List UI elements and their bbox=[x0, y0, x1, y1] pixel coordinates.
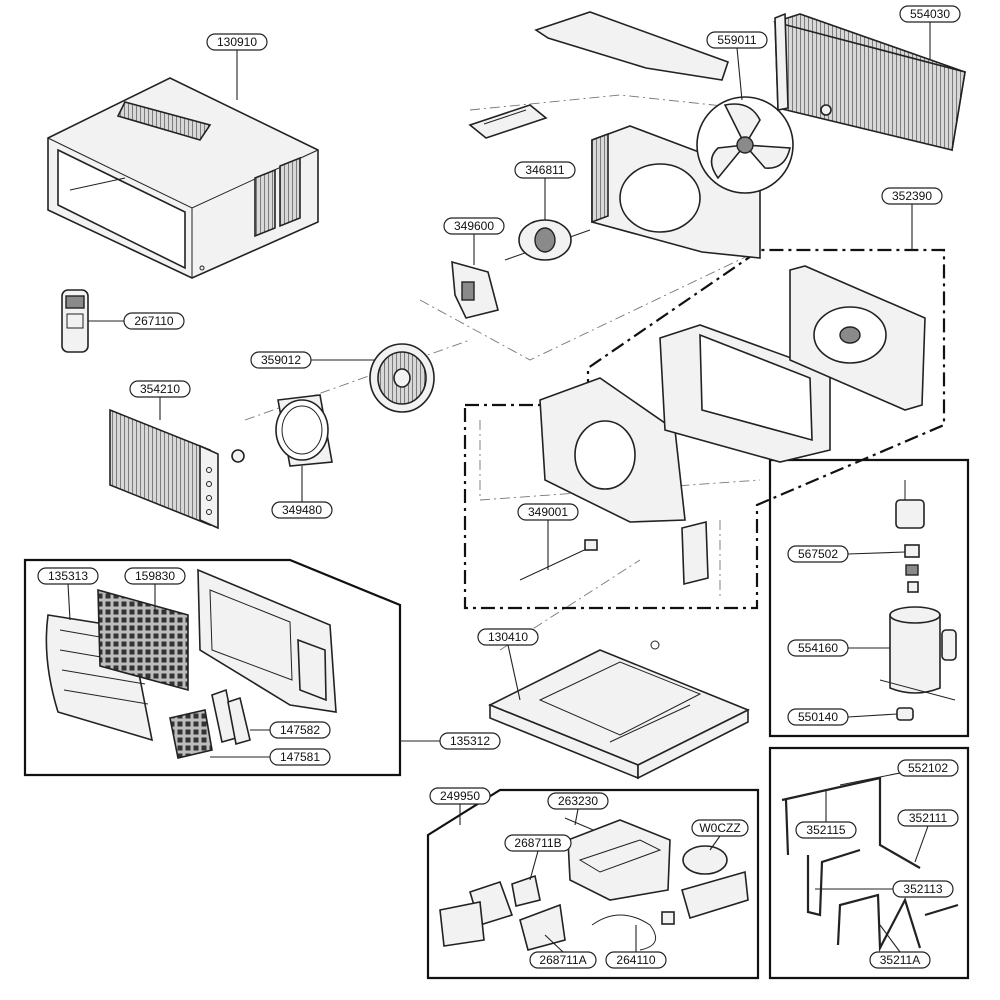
front-grille-assembly-parts bbox=[45, 568, 337, 759]
svg-text:567502: 567502 bbox=[798, 547, 838, 561]
svg-text:135313: 135313 bbox=[48, 569, 88, 583]
callout-130910: 130910 bbox=[206, 33, 268, 51]
cabinet-part bbox=[47, 77, 319, 279]
callout-130410: 130410 bbox=[477, 628, 539, 646]
callout-159830: 159830 bbox=[124, 567, 186, 585]
svg-text:352111: 352111 bbox=[909, 811, 948, 825]
svg-text:349600: 349600 bbox=[454, 219, 494, 233]
callout-567502: 567502 bbox=[787, 545, 849, 563]
svg-text:354210: 354210 bbox=[140, 382, 180, 396]
svg-text:552102: 552102 bbox=[908, 761, 948, 775]
control-box-assembly-parts bbox=[439, 817, 749, 951]
blower-wheel-part bbox=[369, 343, 435, 413]
svg-text:346811: 346811 bbox=[525, 163, 564, 177]
svg-text:130410: 130410 bbox=[488, 630, 528, 644]
callout-268711B: 268711B bbox=[504, 834, 572, 852]
callout-268711A: 268711A bbox=[529, 951, 597, 969]
compressor-group-border bbox=[768, 458, 970, 738]
callout-552102: 552102 bbox=[897, 759, 959, 777]
callout-352115: 352115 bbox=[795, 821, 857, 839]
tubing-assembly-parts bbox=[781, 776, 959, 953]
callout-263230: 263230 bbox=[547, 792, 609, 810]
svg-text:263230: 263230 bbox=[558, 794, 598, 808]
svg-text:352390: 352390 bbox=[892, 189, 932, 203]
svg-text:159830: 159830 bbox=[135, 569, 175, 583]
svg-text:349480: 349480 bbox=[282, 503, 322, 517]
orifice-ring-part bbox=[275, 394, 333, 467]
callout-359012: 359012 bbox=[250, 351, 312, 369]
fan-motor-part bbox=[504, 219, 591, 261]
motor-mount-plate bbox=[468, 104, 548, 139]
motor-bracket-part bbox=[451, 260, 499, 319]
svg-text:W0CZZ: W0CZZ bbox=[699, 821, 740, 835]
fan-shroud-assembly-parts bbox=[519, 265, 926, 586]
evaporator-coil-part bbox=[109, 408, 245, 530]
svg-text:135312: 135312 bbox=[450, 734, 490, 748]
callout-346811: 346811 bbox=[514, 161, 576, 179]
svg-text:349001: 349001 bbox=[528, 505, 568, 519]
callout-349001: 349001 bbox=[517, 503, 579, 521]
tubing-group-border bbox=[768, 746, 970, 980]
svg-text:554030: 554030 bbox=[910, 7, 950, 21]
callout-352113: 352113 bbox=[892, 880, 954, 898]
svg-text:554160: 554160 bbox=[798, 641, 838, 655]
svg-text:268711A: 268711A bbox=[539, 953, 586, 967]
condenser-shroud-part bbox=[591, 125, 761, 259]
callout-352111: 352111 bbox=[897, 809, 959, 827]
svg-text:147582: 147582 bbox=[280, 723, 320, 737]
svg-text:267110: 267110 bbox=[134, 314, 173, 328]
front-grille-group-border bbox=[23, 558, 402, 777]
svg-text:249950: 249950 bbox=[440, 789, 480, 803]
svg-text:147581: 147581 bbox=[280, 750, 320, 764]
callout-147582: 147582 bbox=[269, 721, 331, 739]
callout-559011: 559011 bbox=[706, 31, 768, 49]
callout-352390: 352390 bbox=[881, 187, 943, 205]
callout-354210: 354210 bbox=[129, 380, 191, 398]
svg-text:352115: 352115 bbox=[806, 823, 845, 837]
remote-control-part bbox=[61, 289, 89, 353]
callout-147581: 147581 bbox=[269, 748, 331, 766]
svg-text:35211A: 35211A bbox=[880, 953, 920, 967]
callout-249950: 249950 bbox=[429, 787, 491, 805]
callout-554030: 554030 bbox=[899, 5, 961, 23]
callout-35211A: 35211A bbox=[869, 951, 931, 969]
svg-text:130910: 130910 bbox=[217, 35, 257, 49]
condenser-fan-blade-part bbox=[696, 96, 794, 194]
callout-135312: 135312 bbox=[439, 732, 501, 750]
callout-labels: 130910 559011 554030 346811 352390 34960… bbox=[37, 5, 961, 969]
compressor-assembly-parts bbox=[879, 480, 957, 721]
callout-267110: 267110 bbox=[123, 312, 185, 330]
callout-264110: 264110 bbox=[605, 951, 667, 969]
svg-text:268711B: 268711B bbox=[514, 836, 561, 850]
svg-text:359012: 359012 bbox=[261, 353, 301, 367]
condenser-coil-part bbox=[773, 12, 966, 152]
callout-554160: 554160 bbox=[787, 639, 849, 657]
callout-349600: 349600 bbox=[443, 217, 505, 235]
svg-text:559011: 559011 bbox=[717, 33, 756, 47]
svg-text:352113: 352113 bbox=[903, 882, 942, 896]
callout-349480: 349480 bbox=[271, 501, 333, 519]
top-cover-part bbox=[534, 11, 730, 81]
callout-135313: 135313 bbox=[37, 567, 99, 585]
svg-text:550140: 550140 bbox=[798, 710, 838, 724]
callout-W0CZZ: W0CZZ bbox=[691, 819, 749, 837]
base-pan-part bbox=[488, 640, 750, 780]
callout-550140: 550140 bbox=[787, 708, 849, 726]
svg-text:264110: 264110 bbox=[616, 953, 655, 967]
